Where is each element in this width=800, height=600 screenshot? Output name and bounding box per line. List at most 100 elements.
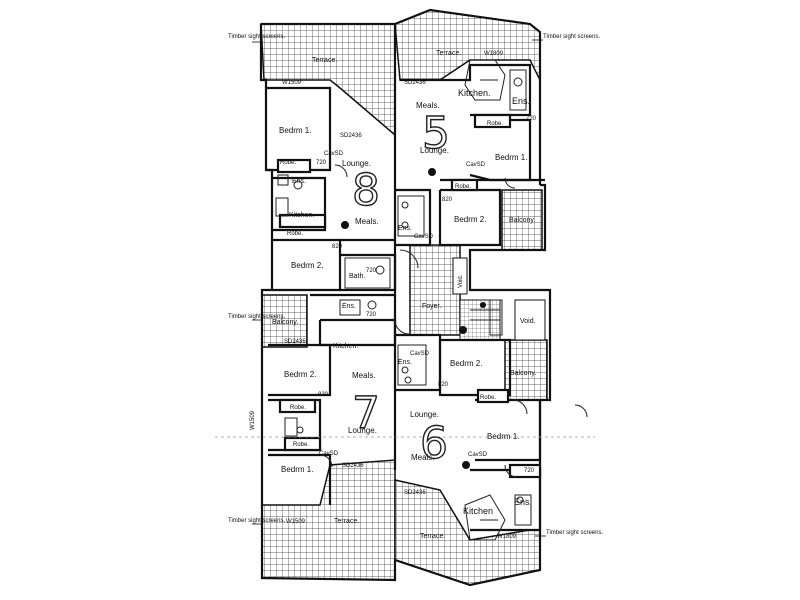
- u7-ens: Ens.: [342, 303, 356, 310]
- u7-sd2: SD2436: [342, 463, 364, 469]
- north-markers: [341, 168, 486, 469]
- u5-sd: SD2436: [404, 80, 426, 86]
- u8-d720: 720: [316, 160, 327, 166]
- u6-meals: Meals.: [411, 453, 435, 462]
- timber-ml-text: Timber sight screens.: [228, 314, 285, 320]
- u7-bed2: Bedrm 2.: [284, 370, 316, 379]
- unit-number-5: 5: [422, 108, 450, 159]
- u8-bath: Bath.: [349, 273, 365, 280]
- door-arcs: [319, 164, 588, 478]
- u8-ens: Ens.: [292, 178, 306, 185]
- foyer-label: Foyer.: [422, 303, 442, 310]
- u7-robe: Robe.: [290, 405, 306, 411]
- u8-robe: Robe.: [280, 160, 296, 166]
- void-right-box: [514, 299, 546, 341]
- u7-cavsd: CavSD: [319, 451, 339, 457]
- u6-d720: 720: [524, 468, 535, 474]
- u7-bed1: Bedrm 1.: [281, 465, 313, 474]
- void-center-label: Void.: [458, 274, 464, 288]
- annotation-timber-bl: Timber sight screens.: [228, 518, 285, 525]
- u7-sd: SD2436: [284, 339, 306, 345]
- u6-robe: Robe.: [480, 395, 496, 401]
- u8-bed1: Bedrm 1.: [279, 126, 311, 135]
- u8-robe2: Robe.: [287, 231, 303, 237]
- void-center-box: [452, 257, 468, 295]
- unit-number-6: 6: [420, 418, 448, 469]
- walls-u8: [266, 86, 397, 292]
- u6-kitchen: Kitchen: [463, 506, 493, 516]
- foyer-tiles: [409, 244, 461, 336]
- u6-ens-top: Ens.: [398, 359, 412, 366]
- u5-bed1: Bedrm 1.: [495, 153, 527, 162]
- annotation-timber-ml: Timber sight screens.: [228, 314, 285, 321]
- u8-kitchen: Kitchen.: [289, 212, 314, 219]
- u8-meals: Meals.: [355, 217, 379, 226]
- void-right-label: Void.: [520, 318, 536, 325]
- u7-d720: 720: [366, 312, 377, 318]
- u5-kitchen: Kitchen.: [458, 88, 491, 98]
- walls-u5: [395, 63, 545, 247]
- svg-text:Timber sight screens.: Timber sight screens.: [228, 34, 285, 40]
- balcony-u7: [261, 294, 308, 348]
- walls-u6: [395, 333, 542, 532]
- u8-cavsd: CavSD: [324, 151, 344, 157]
- u6-lounge: Lounge.: [410, 410, 439, 419]
- u8-window: W1509: [282, 80, 302, 86]
- u7-robe2: Robe.: [293, 442, 309, 448]
- u7-kitchen: Kitchen.: [333, 343, 358, 350]
- outer-walls: [259, 8, 552, 587]
- u8-bed2: Bedrm 2.: [291, 261, 323, 270]
- svg-text:Timber sight screens.: Timber sight screens.: [228, 518, 285, 524]
- u5-window: W1809: [484, 51, 504, 57]
- u5-cavsd: CavSD: [466, 162, 486, 168]
- u8-sd: SD2436: [340, 133, 362, 139]
- u6-ens: Ens.: [514, 497, 532, 507]
- u6-bed1: Bedrm 1.: [487, 432, 519, 441]
- u7-terrace: Terrace.: [334, 518, 359, 525]
- timber-tr-text: Timber sight screens.: [543, 34, 600, 40]
- u6-sd: SD2436: [404, 490, 426, 496]
- u6-window: W1809: [497, 534, 517, 540]
- walls-u7: [268, 293, 397, 505]
- unit-number-7: 7: [352, 388, 380, 439]
- u7-meals: Meals.: [352, 371, 376, 380]
- u8-terrace: Terrace.: [312, 57, 337, 64]
- u5-ens2: Ens.: [398, 225, 412, 232]
- timber-br-text: Timber sight screens.: [546, 530, 603, 536]
- u6-cavsd: CavSD: [410, 351, 430, 357]
- u5-lounge: Lounge.: [420, 146, 449, 155]
- annotation-timber-tr: Timber sight screens.: [532, 34, 600, 41]
- u5-balcony: Balcony.: [509, 217, 535, 224]
- timber-tl-text: Timber sight screens.: [228, 34, 285, 40]
- timber-bl-text: Timber sight screens.: [228, 518, 285, 524]
- u6-bed2: Bedrm 2.: [450, 359, 482, 368]
- u5-terrace: Terrace.: [436, 50, 461, 57]
- u7-window: W1509: [250, 410, 256, 430]
- u5-d720: 720: [526, 116, 537, 122]
- unit-number-8: 8: [352, 165, 380, 216]
- fixtures: [275, 59, 532, 541]
- u6-d820: 820: [438, 382, 449, 388]
- u5-meals: Meals.: [416, 101, 440, 110]
- u5-robe2: Robe.: [455, 184, 471, 190]
- u8-d720b: 720: [366, 268, 377, 274]
- u5-bed2: Bedrm 2.: [454, 215, 486, 224]
- svg-text:Timber sight screens.: Timber sight screens.: [546, 530, 603, 536]
- u6-terrace: Terrace.: [420, 533, 445, 540]
- u5-d820: 820: [442, 197, 453, 203]
- u5-cavsd2: CavSD: [414, 234, 434, 240]
- u6-balcony: Balcony.: [510, 370, 536, 377]
- u6-cavsd2: CavSD: [468, 452, 488, 458]
- u5-robe-top: Robe.: [487, 121, 503, 127]
- annotation-timber-br: Timber sight screens.: [535, 530, 603, 537]
- u8-lounge: Lounge.: [342, 159, 371, 168]
- svg-text:Timber sight screens.: Timber sight screens.: [228, 314, 285, 320]
- u8-d820: 820: [332, 244, 343, 250]
- u7-window2: W1509: [286, 519, 306, 525]
- u7-d820: 820: [318, 392, 329, 398]
- u7-balcony: Balcony.: [272, 319, 298, 326]
- annotation-timber-tl: Timber sight screens.: [228, 34, 285, 43]
- u5-ens-top: Ens.: [512, 96, 530, 106]
- svg-text:Timber sight screens.: Timber sight screens.: [543, 34, 600, 40]
